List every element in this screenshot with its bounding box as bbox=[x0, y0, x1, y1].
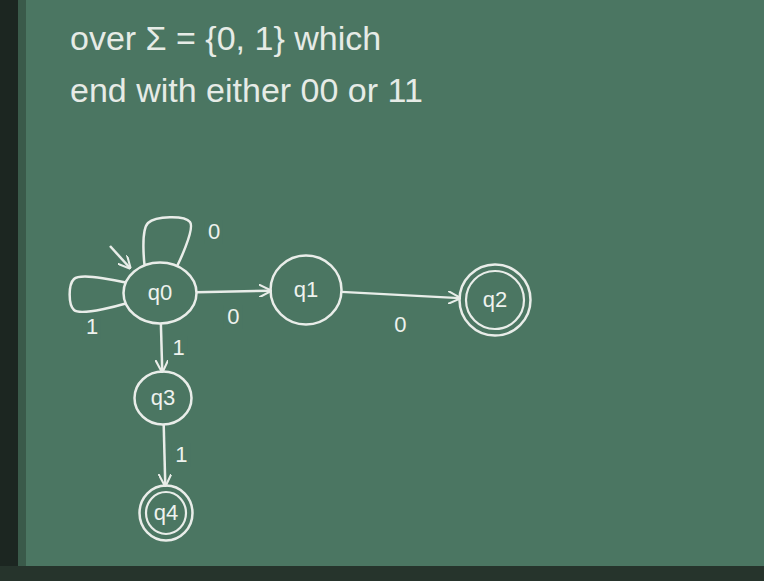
accept-ring bbox=[466, 271, 524, 329]
transition-symbol: 1 bbox=[83, 315, 101, 339]
state-text: q2 bbox=[483, 287, 507, 313]
board-heading: over Σ = {0, 1} which end with either 00… bbox=[70, 12, 432, 116]
state-ring bbox=[271, 256, 342, 325]
transition-symbol: 1 bbox=[169, 336, 187, 360]
transition-arrow bbox=[164, 424, 166, 485]
state-ring bbox=[124, 263, 197, 324]
transition-arrow bbox=[341, 292, 459, 298]
accept-state: q4 bbox=[138, 484, 194, 542]
accept-state: q2 bbox=[458, 263, 532, 337]
transition-symbol: 1 bbox=[172, 443, 190, 467]
state-circle: q1 bbox=[269, 254, 343, 326]
state-name: q2 bbox=[483, 287, 507, 313]
transition-arrow bbox=[161, 323, 162, 371]
state-text: q0 bbox=[148, 280, 172, 306]
self-loop bbox=[70, 277, 126, 312]
accept-ring bbox=[146, 492, 186, 534]
state-ring bbox=[135, 372, 192, 425]
transition-symbol: 0 bbox=[205, 220, 223, 244]
chalk-ledge bbox=[0, 566, 764, 581]
transition-symbol: 0 bbox=[391, 313, 409, 337]
state-name: q4 bbox=[154, 500, 178, 526]
state-ring bbox=[460, 265, 531, 336]
transition-symbol: 0 bbox=[224, 305, 242, 329]
state-text: q4 bbox=[154, 500, 178, 526]
start-arrow bbox=[110, 246, 130, 268]
state-name: q3 bbox=[151, 385, 175, 411]
state-name: q0 bbox=[148, 280, 172, 306]
board-frame bbox=[18, 0, 26, 581]
transition-arrow bbox=[196, 291, 270, 293]
self-loop bbox=[143, 217, 191, 266]
state-text: q3 bbox=[151, 385, 175, 411]
state-circle: q3 bbox=[133, 370, 193, 426]
state-ring bbox=[140, 486, 193, 541]
state-circle: q0 bbox=[122, 261, 198, 325]
state-text: q1 bbox=[294, 277, 318, 303]
state-name: q1 bbox=[294, 277, 318, 303]
board-edge bbox=[0, 0, 18, 581]
